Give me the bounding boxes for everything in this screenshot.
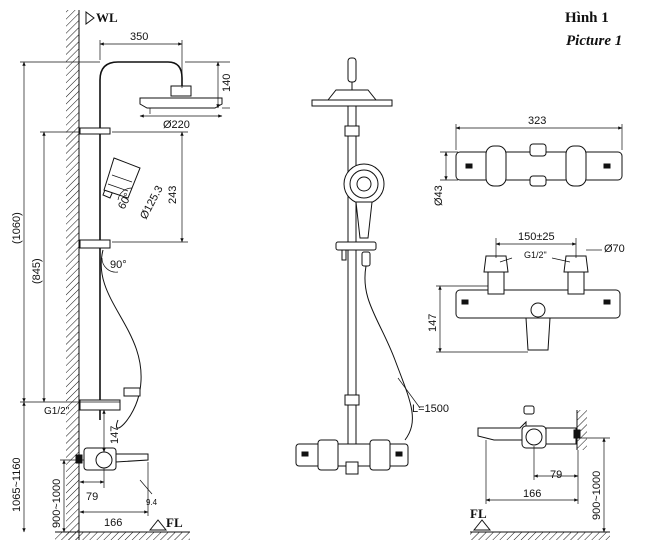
- dim-166-mixer: 166: [523, 488, 541, 500]
- mixer-top-view: 323 Ø43: [433, 115, 623, 206]
- dim-845: (845): [31, 258, 43, 284]
- wall-marker-icon: [85, 11, 95, 25]
- angle-90: 90°: [110, 259, 127, 271]
- dim-install-range: 1065~1160: [11, 457, 23, 512]
- wall-hatch: [66, 10, 79, 540]
- floor-marker-right-icon: [472, 519, 492, 531]
- title-vietnamese: Hình 1: [565, 10, 609, 26]
- dim-147-mixer: 147: [427, 314, 439, 332]
- dim-166-side: 166: [104, 517, 122, 529]
- dim-900-1000-side: 900~1000: [51, 479, 63, 528]
- wall-marker-label: WL: [96, 10, 118, 25]
- dim-243: 243: [167, 186, 179, 204]
- dim-dia-43: Ø43: [433, 185, 445, 206]
- picture-title: Hình 1 Picture 1: [565, 10, 622, 49]
- wall-hatch-right: [577, 410, 587, 450]
- dim-79-mixer: 79: [550, 469, 562, 481]
- dim-dia-125: Ø125.3: [138, 184, 166, 222]
- mixer-side-view: 79 166 900~1000 FL: [470, 405, 610, 540]
- hose-length: L=1500: [412, 403, 449, 415]
- mixer-thread: G1/2": [524, 250, 547, 260]
- dim-900-1000-mixer: 900~1000: [591, 471, 603, 520]
- floor-marker-right-label: FL: [470, 506, 487, 521]
- floor-marker-left-icon: [148, 519, 168, 531]
- title-english: Picture 1: [566, 33, 622, 49]
- dim-150-25: 150±25: [518, 231, 555, 243]
- front-view-drawing: L=1500: [295, 57, 449, 475]
- angle-9-4: 9.4: [146, 498, 158, 507]
- dim-dia-220: Ø220: [163, 119, 190, 131]
- dim-323: 323: [528, 115, 546, 127]
- dim-dia-70: Ø70: [604, 243, 625, 255]
- dim-79-side: 79: [86, 491, 98, 503]
- floor-hatch-right: [470, 532, 610, 540]
- dim-350: 350: [130, 31, 148, 43]
- thread-label: G1/2": [44, 406, 70, 417]
- floor-marker-left-label: FL: [166, 515, 183, 530]
- dim-140: 140: [221, 74, 233, 92]
- dim-1060: (1060): [11, 212, 23, 244]
- floor-hatch-left: [55, 532, 190, 540]
- mixer-front-view: 150±25 G1/2" Ø70 147: [427, 231, 625, 353]
- side-view-drawing: WL 350 140 Ø22: [11, 10, 233, 540]
- dim-147-side: 147: [109, 426, 121, 444]
